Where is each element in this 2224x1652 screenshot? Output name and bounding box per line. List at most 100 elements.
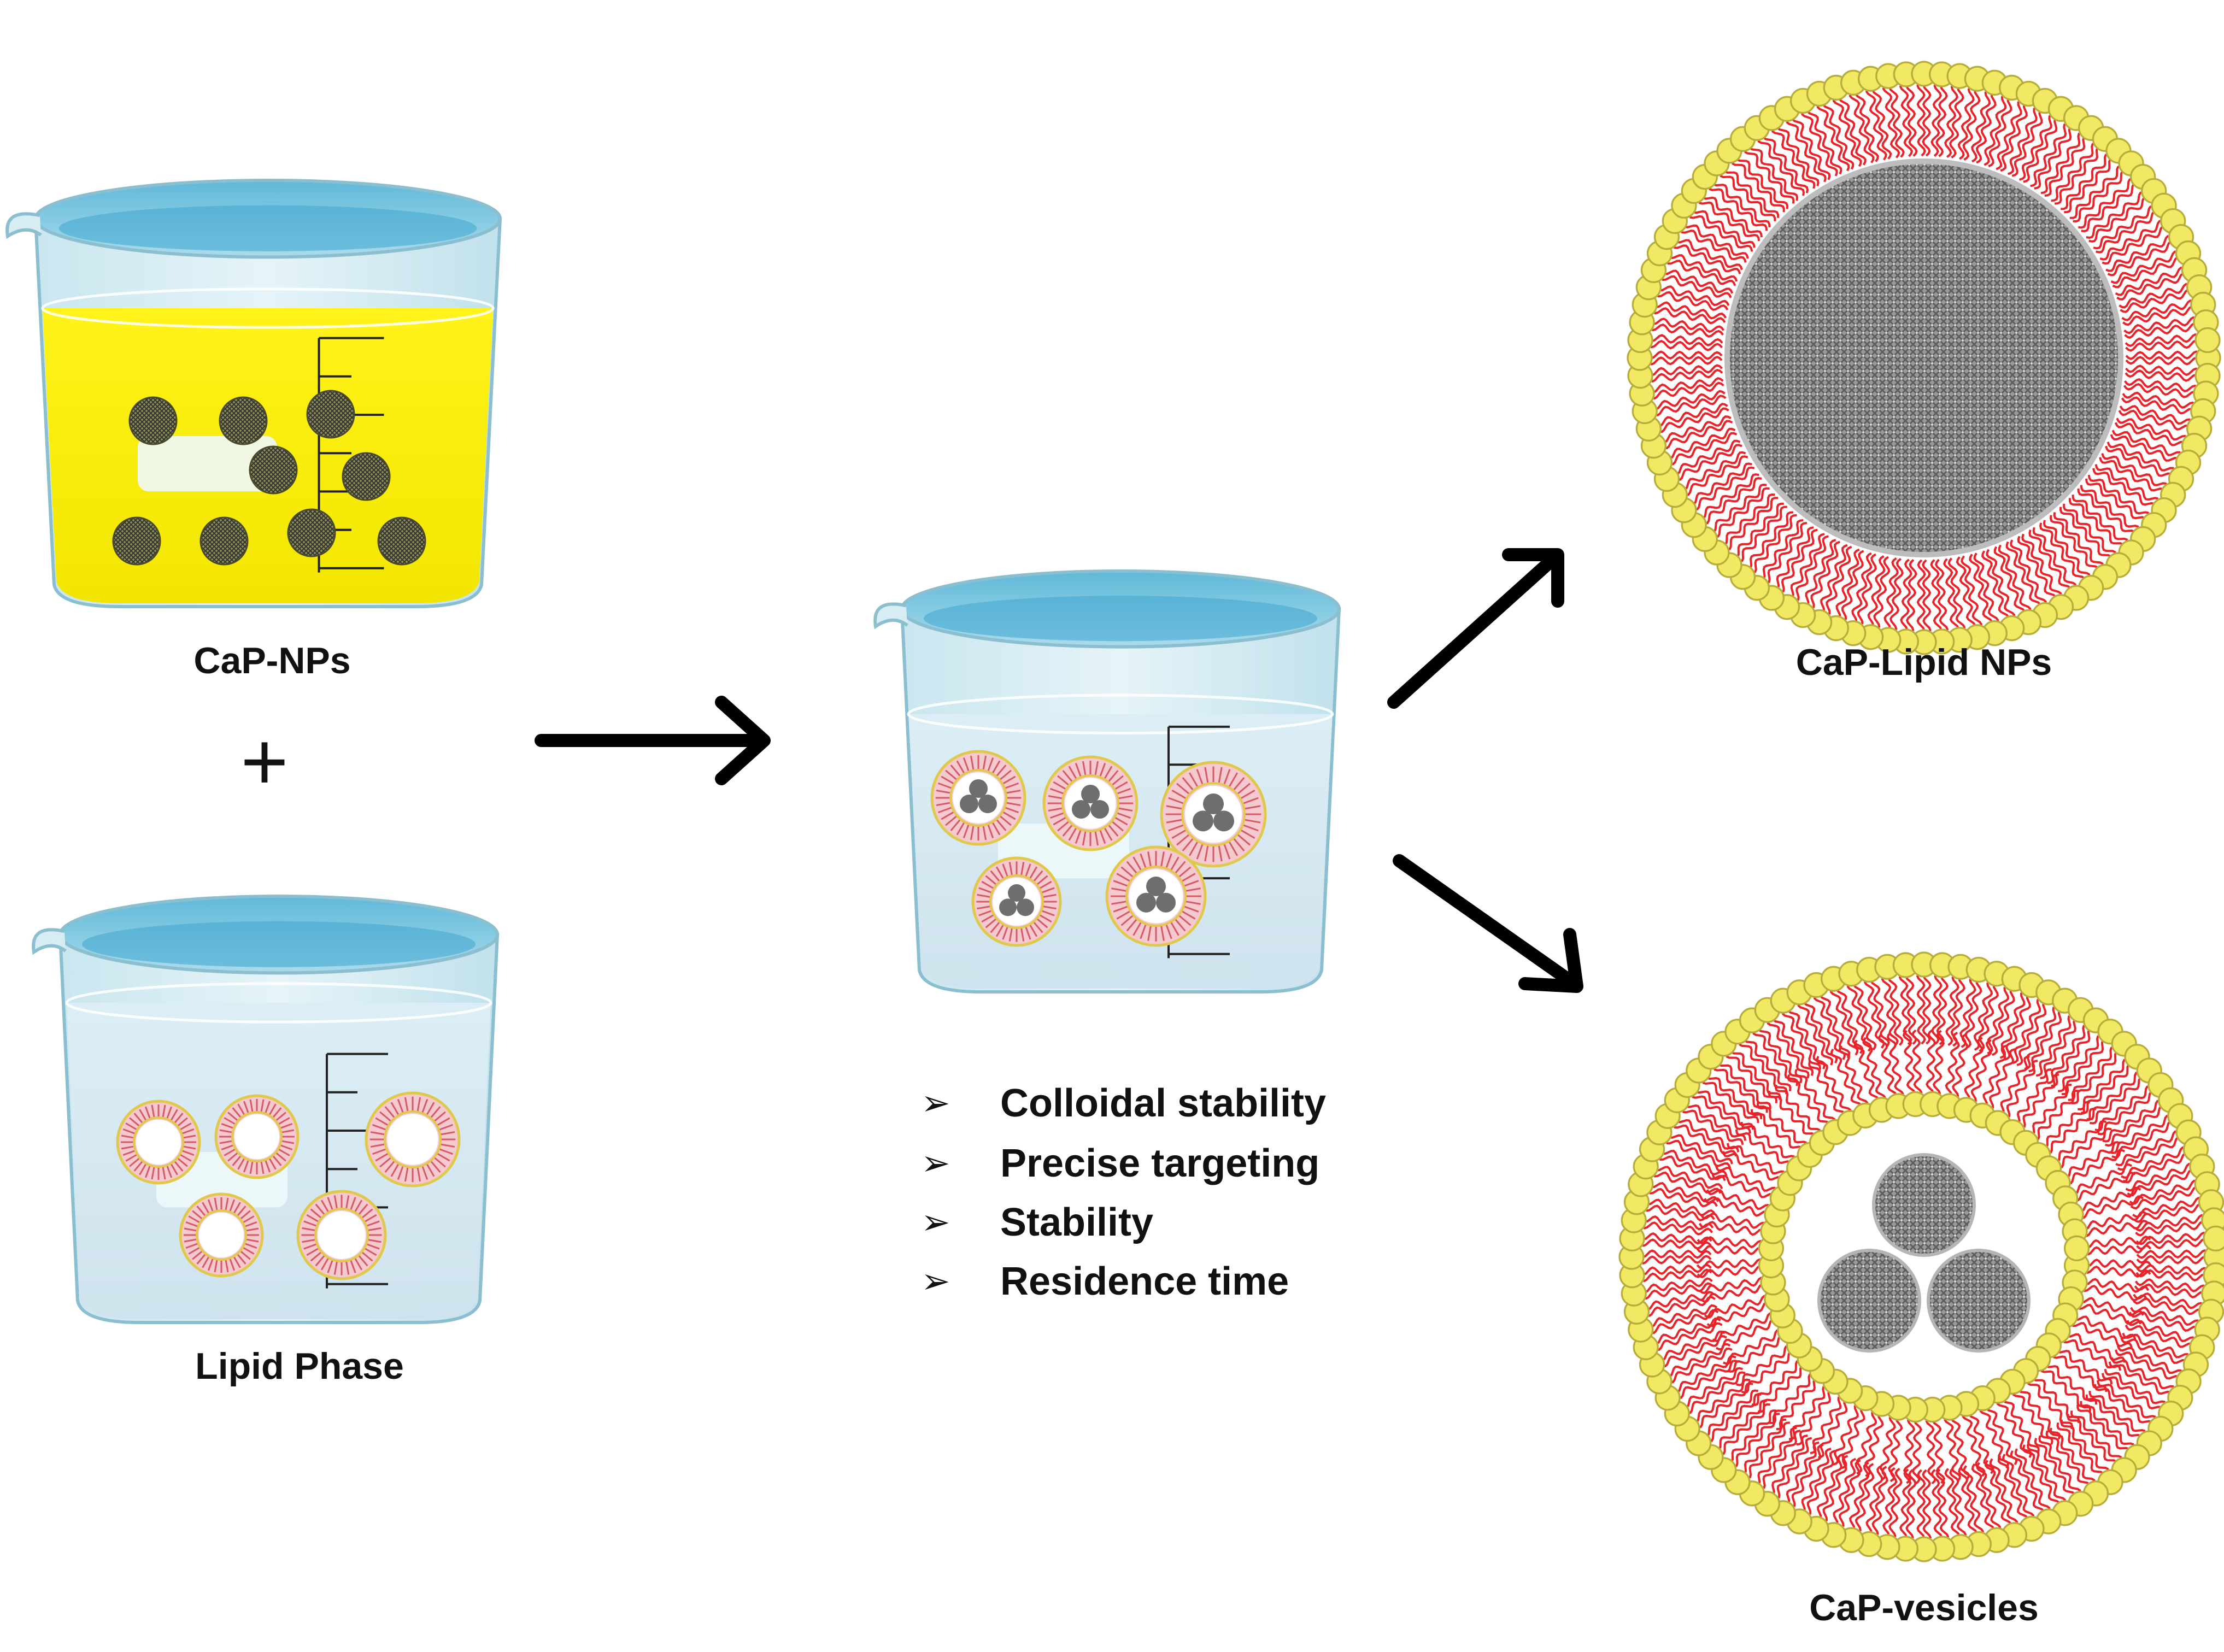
lipid-tail xyxy=(1981,1044,2007,1109)
beaker-spout xyxy=(5,212,42,239)
lipid-tail xyxy=(2044,1361,2097,1405)
lipid-head xyxy=(2203,1225,2224,1252)
lipid-tail xyxy=(1922,971,1932,1045)
lipid-tail xyxy=(2010,539,2047,608)
lipid-tail xyxy=(2078,178,2135,229)
lipid-tail xyxy=(1660,420,1733,450)
lipid-tail xyxy=(1888,1467,1903,1541)
lipid-tail xyxy=(1675,1360,1739,1400)
lipid-tail xyxy=(1671,242,1741,275)
lipid-tail xyxy=(1652,395,1727,416)
liposome-icon xyxy=(1160,761,1267,868)
lipid-tail xyxy=(1664,427,1736,460)
lipid-tail xyxy=(1776,1377,1820,1430)
lipid-tail xyxy=(2130,1306,2202,1326)
cap-core xyxy=(1072,800,1090,819)
lipid-tail xyxy=(2077,488,2137,537)
lipid-tail xyxy=(1700,1283,1768,1303)
cap-core xyxy=(1081,785,1100,803)
lipid-tail xyxy=(2121,1146,2188,1179)
lipid-tail xyxy=(2041,1101,2090,1149)
lipid-tail xyxy=(1712,1064,1768,1113)
lipid-tail xyxy=(1685,1371,1746,1414)
lipid-tail xyxy=(1659,415,1732,444)
benefit-item: ➢ Stability xyxy=(921,1201,1153,1244)
lipid-tail xyxy=(1642,1204,1715,1221)
lipid-tail xyxy=(1922,1469,1932,1543)
lipid-tail xyxy=(2034,1438,2076,1500)
lipid-tail xyxy=(2063,503,2117,558)
lipid-tail xyxy=(2106,441,2177,474)
lipid-tail xyxy=(2083,1244,2152,1256)
lipid-tail xyxy=(2080,1210,2147,1231)
lipid-tail xyxy=(2069,164,2124,219)
lipid-tail xyxy=(2078,1058,2130,1111)
lipid-tail xyxy=(1799,1448,1832,1515)
lipid-tail xyxy=(1855,88,1879,162)
lipid-tail xyxy=(1671,439,1741,475)
lipid-tail xyxy=(1840,550,1864,624)
cap-core xyxy=(1193,810,1213,832)
lipid-tail xyxy=(1640,1282,1714,1300)
lipid-tail xyxy=(2110,250,2181,284)
lipid-tail xyxy=(1768,1434,1808,1497)
lipid-tail xyxy=(1791,113,1831,180)
lipid-tail xyxy=(2121,396,2197,415)
lipid-tail xyxy=(2028,1007,2065,1073)
lipid-tail xyxy=(1646,340,1723,351)
lipid-tail xyxy=(1911,1029,1923,1098)
lipid-tail xyxy=(1902,1030,1916,1098)
lipid-tail xyxy=(2094,464,2161,504)
lipid-tail xyxy=(1781,1008,1821,1072)
lipid-tail xyxy=(1646,350,1723,360)
lipid-tail xyxy=(1745,511,1794,571)
lipid-tail xyxy=(1969,554,1993,628)
lipid-tail xyxy=(1964,1037,1984,1103)
lipid-tail xyxy=(2092,468,2157,509)
lipid-tail xyxy=(2102,1100,2163,1143)
lipid-tail xyxy=(2122,1332,2192,1360)
lipid-tail xyxy=(1794,1069,1836,1125)
benefit-item: ➢ Colloidal stability xyxy=(921,1081,1326,1125)
arrow-icon xyxy=(1387,548,1564,709)
lipid-tail xyxy=(2093,205,2157,250)
lipid-tail xyxy=(2125,369,2201,382)
lipid-tail xyxy=(1865,86,1887,161)
lipid-tail xyxy=(2115,1130,2181,1167)
lipid-tail xyxy=(2040,131,2085,195)
checkmark-arrow-icon: ➢ xyxy=(921,1083,950,1122)
lipid-tail xyxy=(1741,1350,1795,1394)
lipid-tail xyxy=(1922,559,1932,636)
nanoparticle-icon xyxy=(112,516,161,566)
lipid-tail xyxy=(1698,1221,1767,1236)
lipid-tail xyxy=(2078,1297,2144,1316)
lipid-tail xyxy=(1682,455,1748,496)
beaker-icon xyxy=(5,179,502,608)
lipid-tail xyxy=(1712,1312,1775,1342)
lipid-tail xyxy=(2087,474,2151,519)
lipid-tail xyxy=(2018,113,2055,181)
lipid-tail xyxy=(1806,105,1842,175)
lipid-tail xyxy=(1832,95,1862,167)
benefit-colloidal-stability: Colloidal stability xyxy=(1000,1081,1326,1125)
lipid-tail xyxy=(1715,1165,1779,1193)
lipid-tail xyxy=(1640,1221,1714,1236)
lipid-tail xyxy=(2125,350,2202,360)
lipid-tail xyxy=(1681,1367,1743,1409)
lipid-tail xyxy=(1735,154,1789,209)
lipid-tail xyxy=(1773,526,1814,591)
lipid-tail xyxy=(1851,552,1873,627)
lipid-tail xyxy=(2112,256,2184,289)
lipid-tail xyxy=(1838,93,1867,166)
lipid-tail xyxy=(1899,81,1914,157)
lipid-tail xyxy=(1944,1414,1962,1482)
lipid-tail xyxy=(1922,80,1932,157)
lipid-tail xyxy=(1656,407,1729,433)
lipid-tail xyxy=(2101,1373,2164,1413)
lipid-tail xyxy=(1808,1060,1846,1119)
lipid-tail xyxy=(1881,973,1899,1047)
cap-core xyxy=(1090,800,1109,819)
lipid-tail xyxy=(2130,1185,2202,1210)
lipid-tail xyxy=(2135,1220,2208,1237)
lipid-tail xyxy=(1647,368,1723,383)
